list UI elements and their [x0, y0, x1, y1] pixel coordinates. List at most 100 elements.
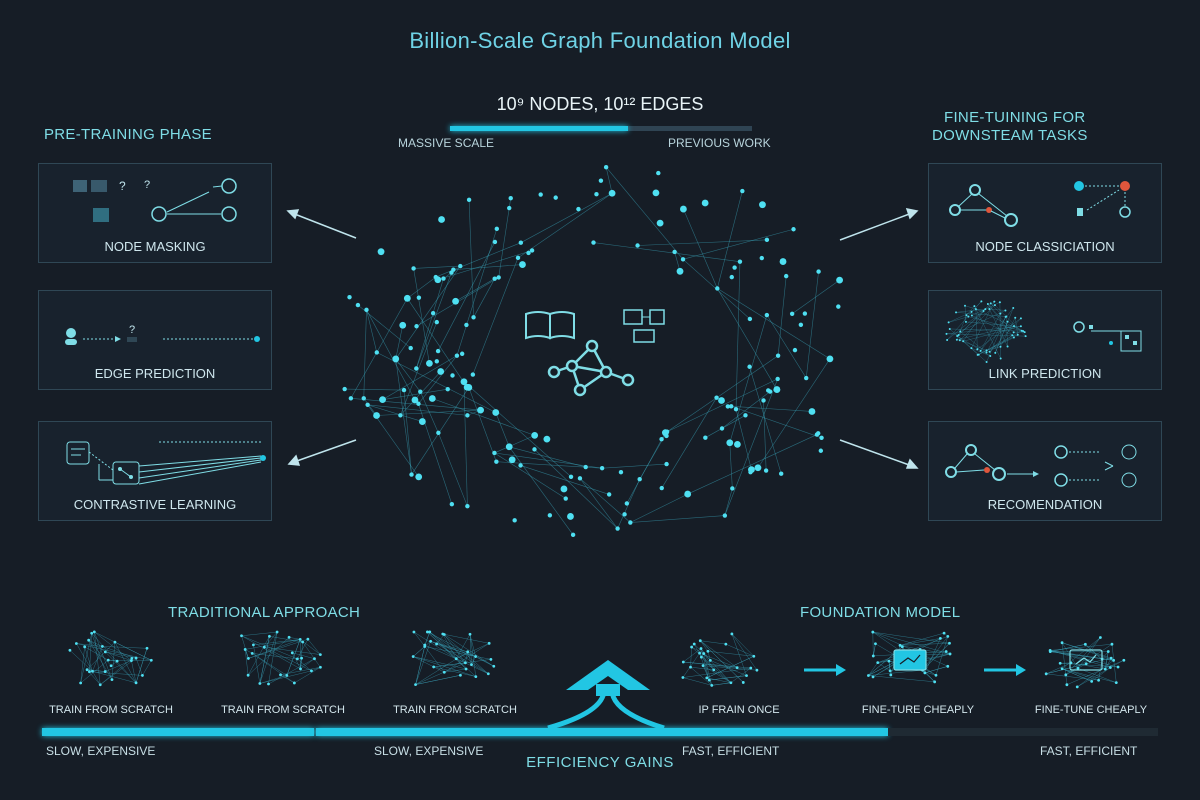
graph-node [518, 240, 524, 245]
mini-edge [986, 346, 1001, 351]
graph-edge [376, 352, 496, 413]
thumbnail-node [1098, 636, 1102, 639]
graph-node [347, 294, 352, 300]
thumbnail-node [1065, 683, 1069, 687]
thumbnail-edge [415, 646, 425, 685]
thumbnail-edge [924, 638, 941, 673]
thumbnail-edge [311, 667, 321, 672]
thumbnail-node [752, 654, 756, 658]
graph-node [538, 192, 543, 197]
thumbnail-edge [683, 661, 751, 669]
thumbnail-node [1060, 641, 1064, 645]
thumbnail-edge [702, 665, 712, 686]
mini-edge [994, 304, 1026, 337]
graph-edge [661, 397, 717, 489]
graph-edge [495, 412, 510, 447]
graph-node [789, 311, 795, 316]
graph-node [441, 276, 446, 281]
graph-edge [357, 304, 411, 349]
graph-node [606, 492, 612, 497]
graph-node [764, 312, 770, 318]
thumbnail-edge [427, 631, 467, 670]
graph-edge [403, 390, 412, 475]
mini-edge [990, 303, 1001, 314]
book-icon [525, 311, 575, 340]
graph-edge [749, 366, 782, 474]
thumbnail-node [1060, 667, 1064, 671]
thumbnail-edge [444, 668, 467, 673]
graph-node [563, 496, 568, 501]
thumbnail-edge [467, 651, 494, 667]
mini-node [1011, 334, 1014, 337]
comparison-segment-end [888, 728, 1158, 736]
thumbnail-node [1106, 650, 1110, 653]
graph-node [792, 347, 798, 353]
graph-edge [766, 314, 807, 379]
mini-node [956, 335, 959, 338]
graph-edge [683, 208, 718, 289]
mini-node [993, 304, 996, 307]
graph-node [518, 463, 523, 468]
scale-right-label: PREVIOUS WORK [668, 136, 771, 150]
graph-edge [413, 265, 461, 269]
mini-node [999, 312, 1002, 315]
graph-node [775, 353, 781, 358]
thumbnail-node [871, 654, 875, 658]
graph-node [428, 395, 436, 402]
mini-node [964, 304, 967, 307]
thumbnail-node [867, 674, 870, 677]
graph-node [635, 243, 640, 248]
thumbnail-edge [76, 643, 101, 685]
mini-edge [956, 312, 1007, 317]
graph-node [598, 178, 604, 183]
thumbnail-node [247, 657, 250, 660]
thumbnail-edge [415, 675, 461, 685]
scale-headline: 10⁹ NODES, 10¹² EDGES [496, 94, 704, 114]
thumbnail-node [745, 674, 748, 678]
thumbnail-edge [873, 643, 876, 657]
graph-node [802, 311, 808, 316]
foundation-item-3: FINE-TUNE CHEAPLY [1034, 704, 1148, 716]
mini-node [959, 330, 962, 333]
arrow-icon [836, 664, 846, 676]
thumbnail-edge [264, 631, 278, 648]
graph-edge [666, 355, 779, 432]
mini-edge [1015, 317, 1018, 335]
mini-node [985, 349, 988, 352]
thumbnail-node [705, 676, 709, 680]
graph-node [798, 322, 804, 328]
thumbnail-edge [682, 667, 751, 678]
thumbnail-edge [1062, 668, 1092, 682]
graph-node [526, 250, 531, 256]
thumbnail-node [98, 683, 102, 687]
mini-edge [971, 315, 1013, 336]
graph-node [715, 286, 720, 291]
traditional-item-1: TRAIN FROM SCRATCH [49, 704, 173, 716]
thumbnail-edge [87, 669, 106, 672]
thumbnail-node [442, 670, 446, 674]
thumbnail-edge [456, 643, 490, 659]
contrastive-learning-illustration [66, 441, 266, 485]
thumbnail-edge [877, 662, 891, 672]
thumbnail-edge [1077, 667, 1111, 688]
graph-node [747, 364, 752, 369]
thumbnail-node [310, 669, 313, 673]
thumbnail-node [876, 661, 880, 665]
thumbnail-node [74, 642, 78, 645]
thumbnail-node [946, 634, 950, 638]
graph-node [408, 345, 413, 351]
thumbnail-node [432, 665, 436, 669]
thumbnail-edge [424, 631, 430, 646]
graph-node [374, 350, 379, 355]
graph-nodes [342, 165, 843, 538]
graph-node [703, 435, 708, 440]
graph-node [759, 255, 764, 261]
graph-edge [717, 190, 743, 289]
graph-node [808, 408, 816, 415]
model-chip-icon [1069, 649, 1103, 671]
thumbnail-node [898, 643, 902, 647]
graph-edge [344, 388, 405, 391]
thumbnail-edge [1110, 660, 1124, 668]
thumbnail-node [106, 658, 110, 662]
node-masking-box: ? ? NODE MASKING [38, 163, 272, 263]
